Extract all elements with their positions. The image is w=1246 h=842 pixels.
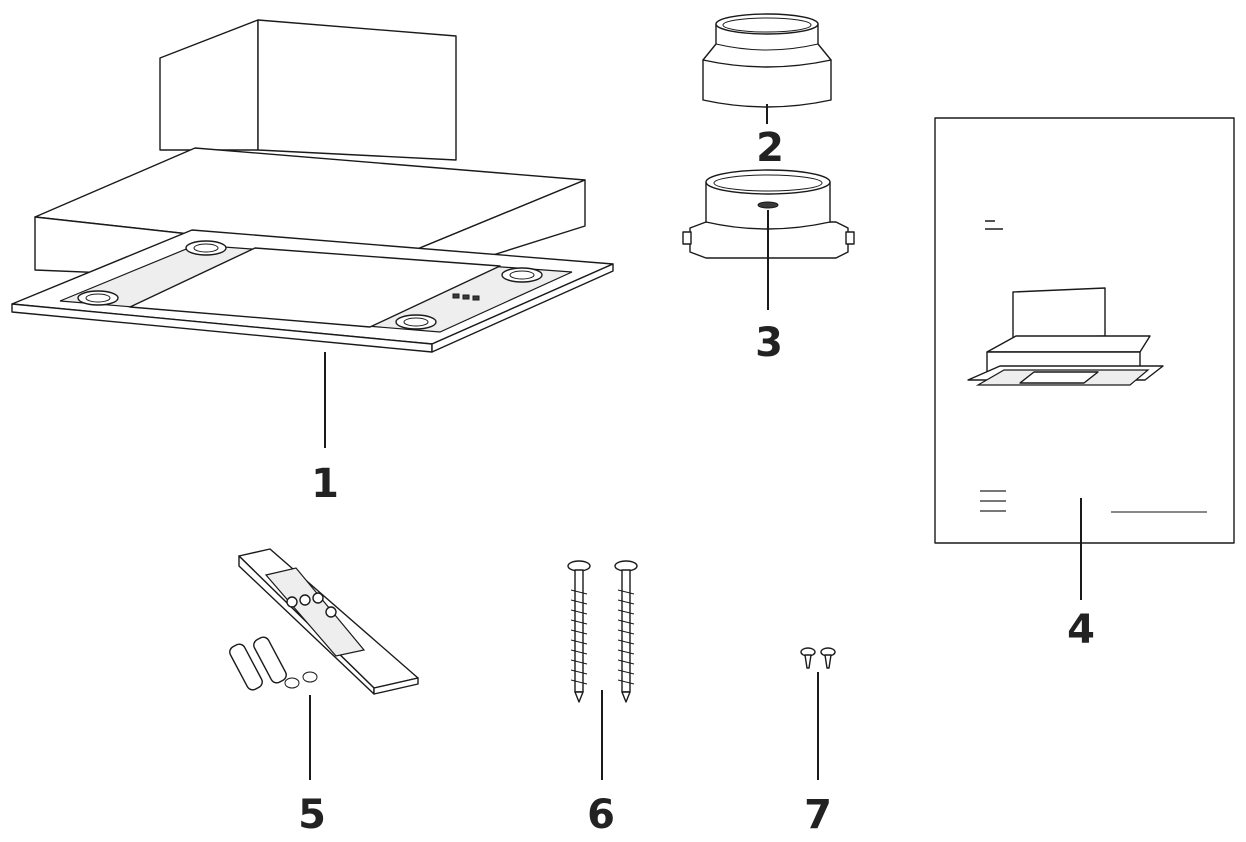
long-screw-icon: [567, 560, 638, 703]
duct-reducer-icon: [702, 13, 832, 108]
part7-label: 7: [804, 792, 832, 838]
part1-label: 1: [311, 461, 339, 507]
part4-label: 4: [1067, 607, 1095, 653]
part3-label: 3: [755, 320, 783, 366]
part5-label: 5: [298, 792, 326, 838]
range-hood-icon: [11, 19, 614, 353]
short-screw-icon: [800, 647, 836, 669]
part2-label: 2: [756, 125, 784, 171]
part6-label: 6: [587, 792, 615, 838]
instruction-manual-icon: [934, 117, 1235, 544]
duct-flange-icon: [682, 169, 855, 259]
remote-control-icon: [229, 548, 419, 695]
